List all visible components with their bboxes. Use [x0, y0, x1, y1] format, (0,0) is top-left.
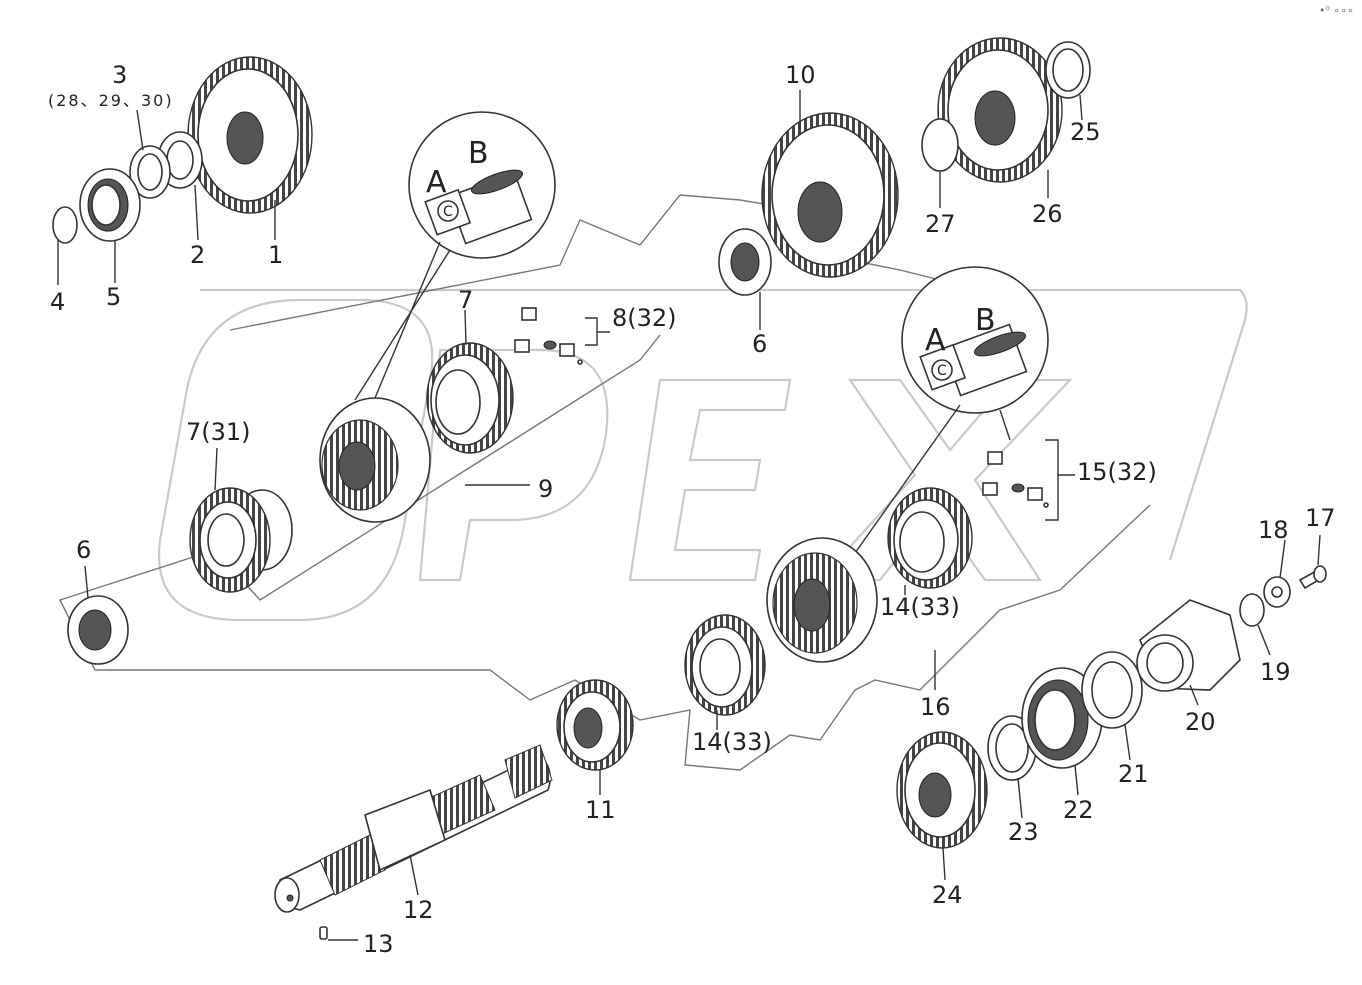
detail-circle-upper: A B C — [354, 111, 556, 411]
part-plug-13 — [319, 926, 328, 940]
part-sync-hub-9 — [319, 397, 431, 523]
part-seal-21 — [1081, 651, 1143, 729]
callout-25: 25 — [1070, 118, 1101, 146]
detail-label-a-upper: A — [426, 165, 447, 200]
part-bolt-17 — [1298, 565, 1327, 590]
callout-3-sub: (28、29、30) — [48, 91, 174, 110]
callout-24: 24 — [932, 881, 963, 909]
callout-7-31: 7(31) — [186, 418, 251, 446]
part-bearing-5 — [79, 168, 141, 242]
part-gear-26 — [937, 37, 1063, 183]
callout-1: 1 — [268, 241, 283, 269]
callout-17: 17 — [1305, 504, 1336, 532]
callout-labels: 1 2 3 (28、29、30) 4 5 6 6 7 7(31) 8(32) 9… — [48, 61, 1336, 958]
part-synchronizer-ring-7 — [426, 342, 514, 454]
callout-7: 7 — [458, 286, 473, 314]
callout-8-32: 8(32) — [612, 304, 677, 332]
detail-label-a-lower: A — [925, 323, 946, 358]
part-washer-6-upper — [718, 228, 772, 296]
callout-11: 11 — [585, 796, 616, 824]
callout-26: 26 — [1032, 200, 1063, 228]
part-ring-3 — [129, 145, 171, 199]
callout-10: 10 — [785, 61, 816, 89]
part-synchronizer-ring-14-33-lower — [684, 614, 766, 716]
part-gear-11 — [556, 679, 634, 771]
callout-9: 9 — [538, 475, 553, 503]
part-synchronizer-ring-7-31 — [189, 487, 293, 593]
callout-19: 19 — [1260, 658, 1291, 686]
part-snap-ring-4 — [52, 206, 78, 244]
part-washer-18 — [1263, 576, 1291, 608]
leader-lines — [57, 90, 1321, 941]
detail-circle-lower: A B C — [849, 266, 1049, 561]
part-gear-1 — [187, 56, 313, 214]
part-washer-6-lower — [67, 595, 129, 665]
callout-6-lower: 6 — [76, 536, 91, 564]
callout-14-33-lower: 14(33) — [692, 728, 772, 756]
part-output-shaft-12 — [274, 744, 553, 913]
part-synchronizer-ring-14-33-upper — [887, 487, 973, 589]
part-flange-yoke-20 — [1136, 599, 1241, 692]
callout-18: 18 — [1258, 516, 1289, 544]
part-ring-25 — [1045, 41, 1091, 99]
corner-mark: •⁰ ∘∘∘ — [1318, 4, 1354, 17]
part-gear-10 — [761, 112, 899, 278]
callout-27: 27 — [925, 210, 956, 238]
part-detent-8 — [514, 307, 583, 365]
callout-16: 16 — [920, 693, 951, 721]
part-snap-ring-27 — [921, 118, 959, 172]
callout-2: 2 — [190, 241, 205, 269]
callout-5: 5 — [106, 283, 121, 311]
callout-12: 12 — [403, 896, 434, 924]
callout-4: 4 — [50, 288, 65, 316]
callout-23: 23 — [1008, 818, 1039, 846]
part-detent-15 — [982, 451, 1049, 508]
part-sync-hub-16 — [766, 537, 878, 663]
callout-20: 20 — [1185, 708, 1216, 736]
callout-3: 3 — [112, 61, 127, 89]
detail-label-c-lower: C — [937, 363, 947, 379]
part-oring-19 — [1239, 593, 1265, 627]
callout-22: 22 — [1063, 796, 1094, 824]
callout-21: 21 — [1118, 760, 1149, 788]
detail-label-b-lower: B — [975, 303, 996, 338]
callout-15-32: 15(32) — [1077, 458, 1157, 486]
callout-14-33-upper: 14(33) — [880, 593, 960, 621]
callout-13: 13 — [363, 930, 394, 958]
detail-label-c-upper: C — [443, 204, 453, 220]
detail-label-b-upper: B — [468, 136, 489, 171]
part-gear-24 — [896, 731, 988, 849]
callout-6-upper: 6 — [752, 330, 767, 358]
